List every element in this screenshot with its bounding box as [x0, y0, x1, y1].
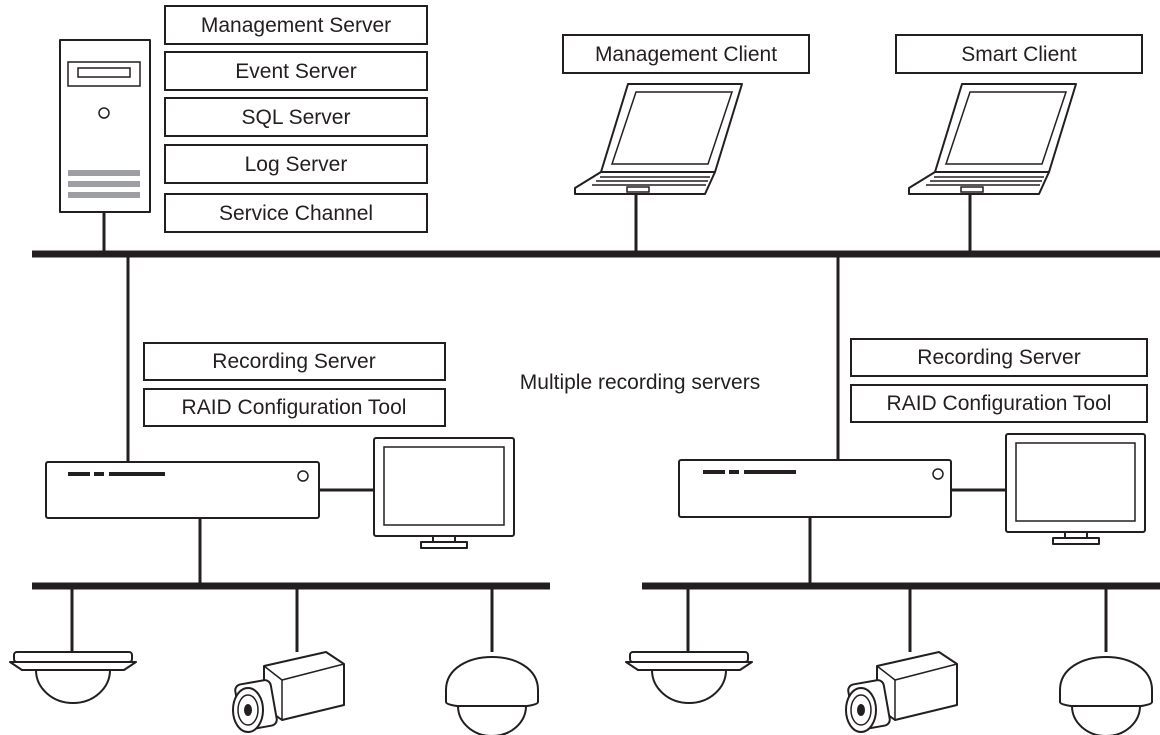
svg-text:RAID Configuration Tool: RAID Configuration Tool	[182, 396, 407, 419]
event-server-label: Event Server	[164, 51, 428, 91]
smart-client-label: Smart Client	[895, 34, 1143, 74]
smart-client-laptop-icon	[908, 83, 1077, 195]
dome-camera-icon-left	[445, 656, 539, 735]
raid-tool-label-right: RAID Configuration Tool	[850, 384, 1148, 423]
monitor-icon-left	[373, 437, 515, 549]
log-server-label: Log Server	[164, 144, 428, 184]
svg-text:SQL Server: SQL Server	[242, 106, 351, 129]
recording-server-unit-icon-left	[45, 461, 320, 519]
box-camera-icon-left	[232, 651, 345, 733]
raid-tool-label-left: RAID Configuration Tool	[143, 388, 446, 427]
svg-text:Event Server: Event Server	[235, 60, 356, 83]
fisheye-camera-icon-left	[9, 651, 137, 704]
svg-text:Smart Client: Smart Client	[961, 43, 1077, 66]
management-server-label: Management Server	[164, 5, 428, 45]
svg-text:Recording Server: Recording Server	[212, 350, 375, 373]
svg-text:Service Channel: Service Channel	[219, 202, 373, 225]
recording-server-unit-icon-right	[678, 459, 952, 518]
svg-text:Management Client: Management Client	[595, 43, 777, 66]
tower-server-icon	[59, 39, 151, 213]
recording-server-label-left: Recording Server	[143, 342, 446, 381]
management-client-laptop-icon	[574, 83, 743, 195]
svg-text:Recording Server: Recording Server	[917, 346, 1080, 369]
box-camera-icon-right	[845, 651, 958, 733]
recording-server-label-right: Recording Server	[850, 338, 1148, 377]
connectors	[70, 194, 1108, 652]
management-client-label: Management Client	[562, 34, 810, 74]
sql-server-label: SQL Server	[164, 97, 428, 137]
multiple-recording-servers-note: Multiple recording servers	[520, 371, 760, 394]
service-channel-label: Service Channel	[164, 193, 428, 233]
fisheye-camera-icon-right	[625, 651, 753, 704]
svg-text:Management Server: Management Server	[201, 14, 391, 37]
dome-camera-icon-right	[1059, 656, 1153, 735]
svg-text:Log Server: Log Server	[245, 153, 348, 176]
svg-text:RAID Configuration Tool: RAID Configuration Tool	[887, 392, 1112, 415]
monitor-icon-right	[1005, 433, 1146, 545]
server-roles-stack: Management Server Event Server SQL Serve…	[164, 5, 428, 233]
